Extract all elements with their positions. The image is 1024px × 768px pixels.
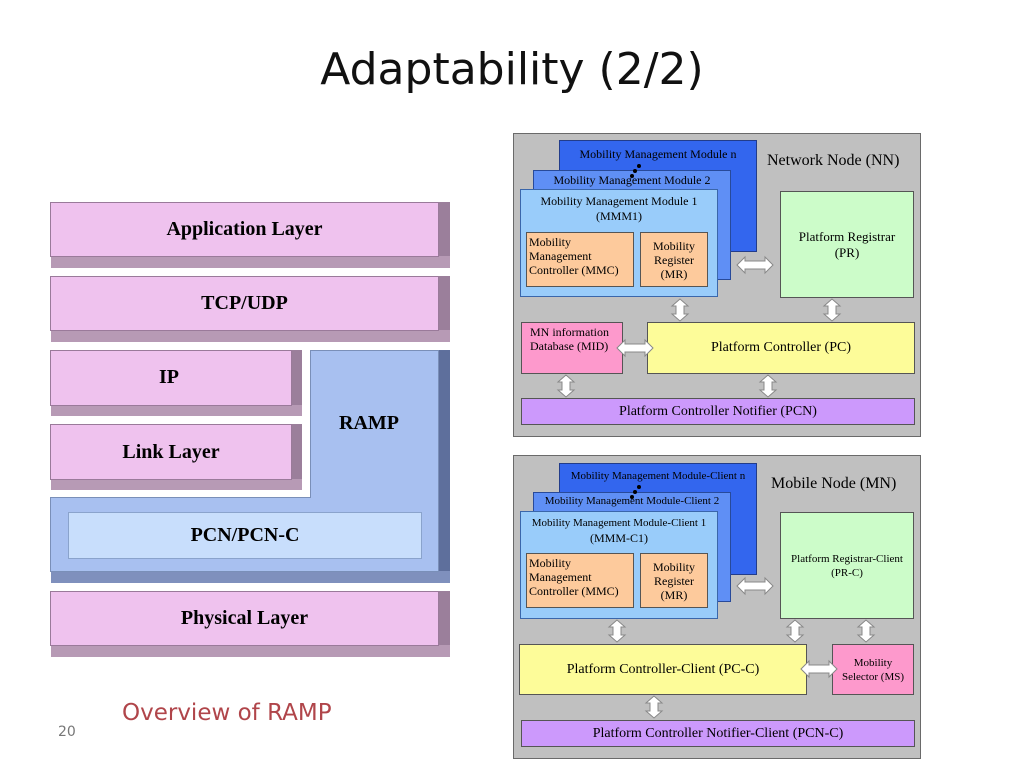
physical-layer: Physical Layer [50,591,439,646]
figure-caption: Overview of RAMP [122,700,332,726]
nn-ellipsis-dot-3 [630,174,634,178]
mn-ellipsis-dot-1 [637,485,641,489]
nn-mr-line3: (MR) [660,266,688,281]
mn-platform-controller-client: Platform Controller-Client (PC-C) [519,644,807,695]
ip-layer: IP [50,350,292,406]
mn-arrow-mmm-pcc [608,619,626,643]
mn-mmc-line3: Controller (MMC) [529,584,619,598]
link-layer: Link Layer [50,424,292,480]
nn-ellipsis-dot-1 [637,164,641,168]
page-number: 20 [58,724,76,740]
nn-mmm-2-label: Mobility Management Module 2 [553,173,711,187]
mn-platform-controller-notifier-client: Platform Controller Notifier-Client (PCN… [521,720,915,747]
nn-mmm-n-label: Mobility Management Module n [579,147,737,161]
mn-arrow-mmm-prc [736,577,774,595]
mn-ms-line2: Selector (MS) [841,670,904,683]
nn-mr-box: Mobility Register (MR) [640,232,708,287]
nn-mmc-line1: Mobility [529,235,572,249]
physical-layer-bottom [51,645,450,657]
mn-mmm-2-label: Mobility Management Module-Client 2 [544,495,720,507]
mn-mr-line3: (MR) [660,587,688,602]
ip-layer-bottom [51,405,302,416]
mn-platform-registrar-client: Platform Registrar-Client (PR-C) [780,512,914,619]
nn-pr-line1: Platform Registrar [798,228,896,244]
nn-pr-line2: (PR) [834,244,860,260]
nn-mmm-1-name: Mobility Management Module 1 [540,194,698,208]
link-layer-bottom [51,479,302,490]
nn-mmc-line3: Controller (MMC) [529,263,619,277]
mn-mr-box: Mobility Register (MR) [640,553,708,608]
mn-mmm-1-abbr: (MMM-C1) [589,531,648,545]
mn-mmc-line2: Management [529,570,592,584]
mn-arrow-pcc-ms [800,660,838,678]
mn-arrow-pcc-pcnc [645,695,663,719]
mn-prc-line1: Platform Registrar-Client [791,552,903,565]
nn-mmc-line2: Management [529,249,592,263]
slide-title: Adaptability (2/2) [320,44,704,95]
ip-layer-side [291,350,302,416]
mn-arrow-prc-ms [857,619,875,643]
nn-ellipsis-dot-2 [633,169,637,173]
mn-ellipsis-dot-3 [630,495,634,499]
physical-layer-side [438,591,450,657]
ramp-label: RAMP [339,412,399,434]
mn-mmm-1-name: Mobility Management Module-Client 1 [531,517,707,529]
mn-mmc-box: Mobility Management Controller (MMC) [526,553,634,608]
application-layer: Application Layer [50,202,439,257]
tcp-udp-layer: TCP/UDP [50,276,439,331]
nn-mid-box: MN information Database (MID) [521,322,623,374]
application-layer-side [438,202,450,268]
mobile-node-label: Mobile Node (MN) [771,475,897,492]
mn-prc-line2: (PR-C) [831,566,863,579]
mn-mmc-line1: Mobility [529,556,572,570]
mn-mr-line2: Register [654,573,694,588]
ramp-side [438,350,450,582]
link-layer-side [291,424,302,490]
network-node-label: Network Node (NN) [767,152,900,169]
pcn-layer: PCN/PCN-C [68,512,422,559]
mn-arrow-prc-pcc [786,619,804,643]
mn-ellipsis-dot-2 [633,490,637,494]
ramp-bottom [51,571,450,583]
nn-mr-line2: Register [654,252,694,267]
nn-platform-controller: Platform Controller (PC) [647,322,915,374]
nn-mid-line2: Database (MID) [530,339,609,353]
mn-mobility-selector: Mobility Selector (MS) [832,644,914,695]
mn-mmm-n-label: Mobility Management Module-Client n [570,470,746,482]
tcp-udp-layer-bottom [51,330,450,342]
nn-platform-registrar: Platform Registrar (PR) [780,191,914,298]
nn-mmc-box: Mobility Management Controller (MMC) [526,232,634,287]
application-layer-bottom [51,256,450,268]
nn-platform-controller-notifier: Platform Controller Notifier (PCN) [521,398,915,425]
nn-mid-line1: MN information [530,325,609,339]
nn-mr-line1: Mobility [652,238,695,253]
mn-mr-line1: Mobility [652,559,695,574]
tcp-udp-layer-side [438,276,450,342]
nn-mmm-1-abbr: (MMM1) [595,209,642,223]
mn-ms-line1: Mobility [853,656,893,669]
